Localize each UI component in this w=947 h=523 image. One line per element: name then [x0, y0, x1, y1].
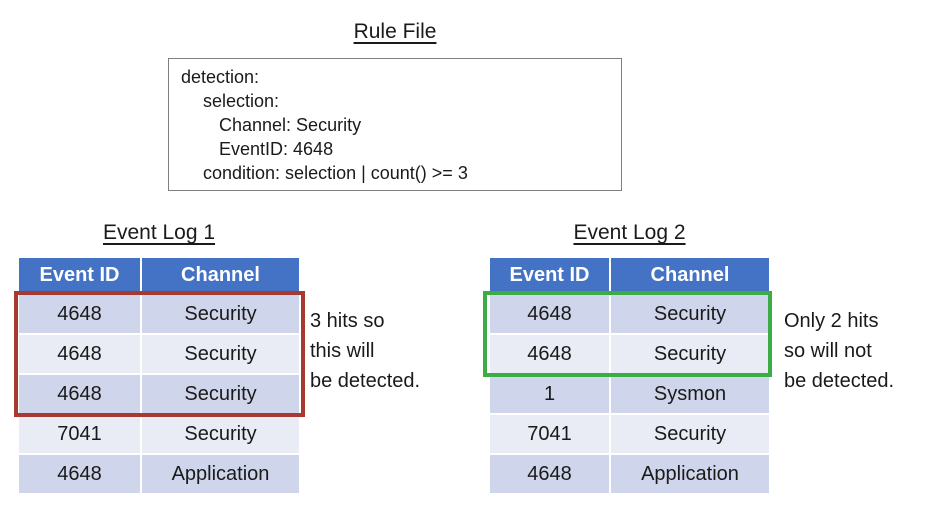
event-id-cell: 4648 — [18, 374, 141, 414]
channel-cell: Security — [141, 294, 300, 334]
column-header-channel: Channel — [141, 257, 300, 294]
channel-cell: Application — [610, 454, 770, 494]
event-log-2-table: Event ID Channel 4648 Security 4648 Secu… — [489, 257, 770, 494]
table-row: 4648 Application — [18, 454, 300, 494]
table-row: 4648 Security — [18, 294, 300, 334]
event-id-cell: 4648 — [18, 294, 141, 334]
event-id-cell: 4648 — [489, 454, 610, 494]
table-row: 4648 Security — [489, 294, 770, 334]
event-log-2-title-text: Event Log 2 — [573, 221, 686, 244]
event-id-cell: 4648 — [489, 334, 610, 374]
rule-line-detection: detection: — [181, 67, 260, 87]
table-header-row: Event ID Channel — [18, 257, 300, 294]
table-row: 4648 Application — [489, 454, 770, 494]
column-header-event-id: Event ID — [18, 257, 141, 294]
table-row: 4648 Security — [18, 334, 300, 374]
rule-file-title-text: Rule File — [353, 20, 437, 43]
channel-cell: Security — [610, 294, 770, 334]
table-header-row: Event ID Channel — [489, 257, 770, 294]
rule-line-channel: Channel: Security — [219, 115, 362, 135]
rule-line-selection: selection: — [203, 91, 280, 111]
channel-cell: Sysmon — [610, 374, 770, 414]
event-id-cell: 7041 — [18, 414, 141, 454]
rule-line-eventid: EventID: 4648 — [219, 139, 334, 159]
not-detected-annotation: Only 2 hits so will not be detected. — [784, 310, 895, 392]
channel-cell: Security — [141, 374, 300, 414]
column-header-event-id: Event ID — [489, 257, 610, 294]
event-id-cell: 4648 — [18, 334, 141, 374]
channel-cell: Security — [610, 334, 770, 374]
event-id-cell: 4648 — [18, 454, 141, 494]
event-log-1-title-text: Event Log 1 — [102, 221, 216, 244]
detected-annotation: 3 hits so this will be detected. — [310, 310, 421, 392]
table-row: 7041 Security — [489, 414, 770, 454]
channel-cell: Security — [141, 414, 300, 454]
event-log-1-table: Event ID Channel 4648 Security 4648 Secu… — [18, 257, 300, 494]
rule-file-box: detection: selection: Channel: Security … — [168, 58, 622, 191]
event-log-2-title: Event Log 2 — [489, 221, 770, 245]
table-row: 4648 Security — [489, 334, 770, 374]
event-id-cell: 1 — [489, 374, 610, 414]
table-row: 1 Sysmon — [489, 374, 770, 414]
event-log-1-title: Event Log 1 — [18, 221, 300, 245]
rule-line-condition: condition: selection | count() >= 3 — [203, 163, 468, 183]
event-id-cell: 4648 — [489, 294, 610, 334]
channel-cell: Security — [141, 334, 300, 374]
event-id-cell: 7041 — [489, 414, 610, 454]
channel-cell: Application — [141, 454, 300, 494]
channel-cell: Security — [610, 414, 770, 454]
column-header-channel: Channel — [610, 257, 770, 294]
table-row: 7041 Security — [18, 414, 300, 454]
table-row: 4648 Security — [18, 374, 300, 414]
rule-file-title: Rule File — [168, 20, 622, 44]
